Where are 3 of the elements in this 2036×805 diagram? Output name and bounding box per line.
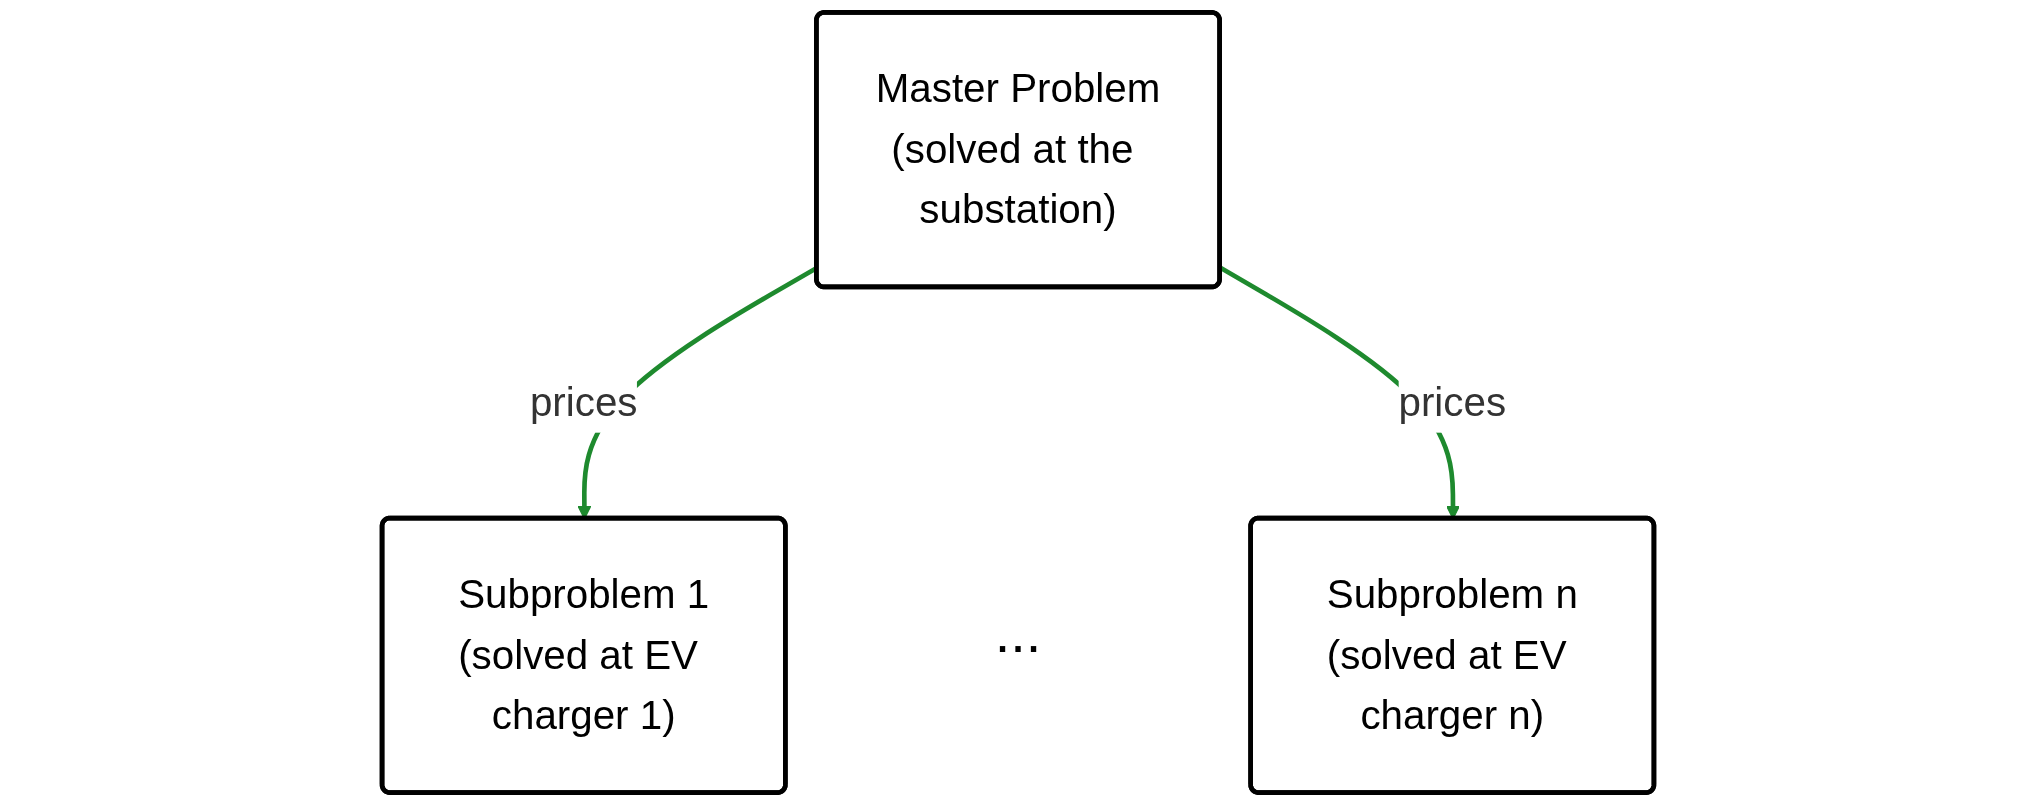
edge-label: prices <box>1398 378 1507 425</box>
ellipsis-note: ... <box>994 600 1042 665</box>
edge-label: prices <box>529 378 638 425</box>
